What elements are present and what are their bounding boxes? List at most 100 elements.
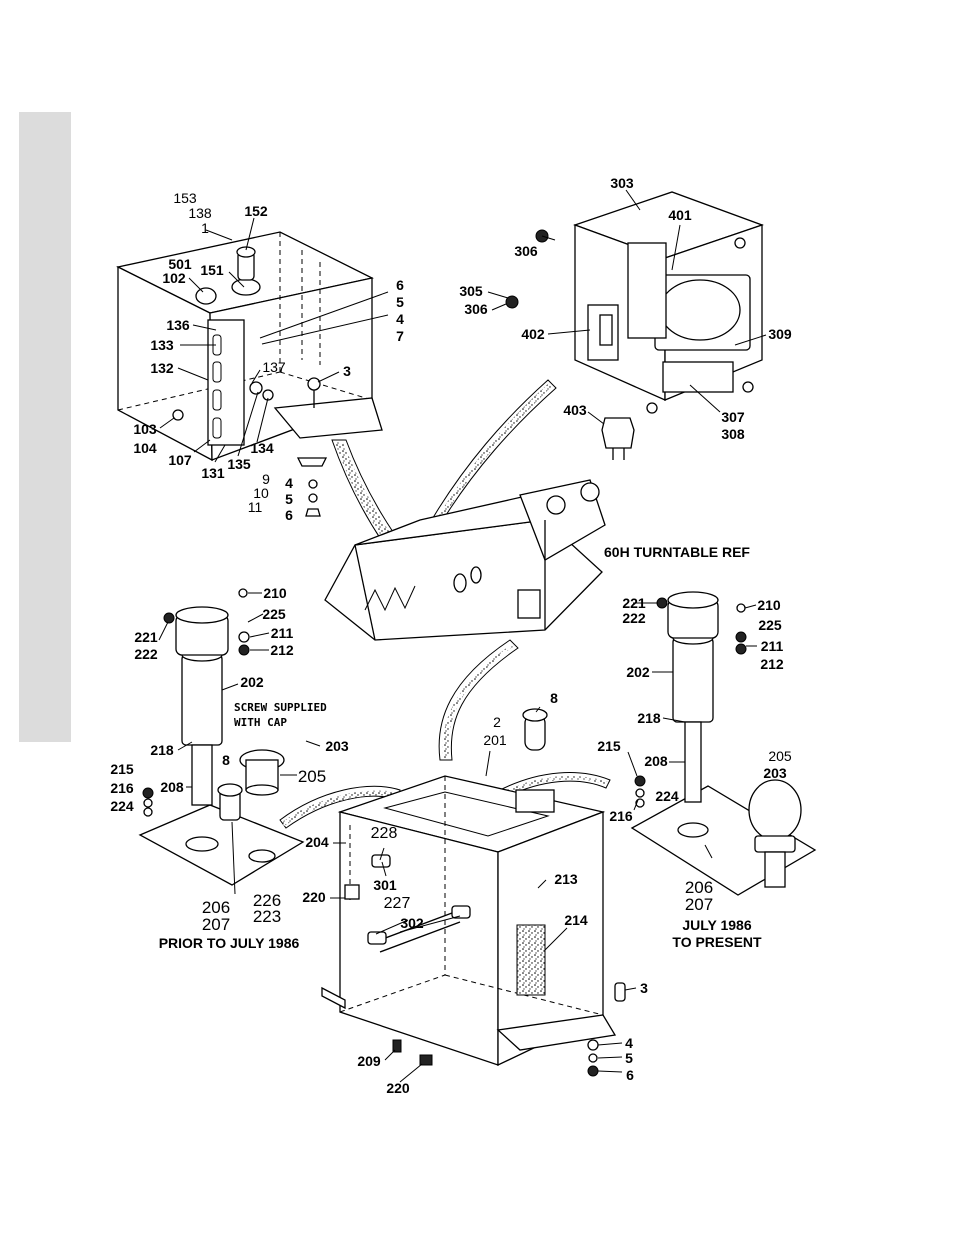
callout-209: 209 bbox=[357, 1053, 381, 1069]
callout-206-left: 206 bbox=[202, 898, 230, 917]
callout-211-right: 211 bbox=[761, 638, 784, 654]
callout-303: 303 bbox=[610, 175, 634, 191]
callout-8-left: 8 bbox=[222, 752, 230, 768]
callout-labels: 153 138 1 152 501 102 151 6 5 4 7 136 13… bbox=[110, 175, 792, 1096]
callout-309: 309 bbox=[768, 326, 792, 342]
screw-note-line1: SCREW SUPPLIED bbox=[234, 701, 327, 714]
callout-208-right: 208 bbox=[644, 753, 668, 769]
callout-221-right: 221 bbox=[622, 595, 646, 611]
callout-216-left: 216 bbox=[110, 780, 134, 796]
callout-218-left: 218 bbox=[150, 742, 174, 758]
return-filter-prior bbox=[138, 588, 305, 886]
caption-july-1986: JULY 1986 bbox=[682, 917, 751, 933]
callout-213: 213 bbox=[554, 871, 578, 887]
callout-223: 223 bbox=[253, 907, 281, 926]
callout-225-left: 225 bbox=[262, 606, 286, 622]
callout-5-bottom: 5 bbox=[625, 1050, 633, 1066]
caption-60h-turntable-ref: 60H TURNTABLE REF bbox=[604, 544, 750, 560]
callout-207-right: 207 bbox=[685, 895, 713, 914]
callout-402: 402 bbox=[521, 326, 545, 342]
callout-6-mid: 6 bbox=[285, 507, 293, 523]
motor bbox=[659, 279, 741, 341]
callout-221-left: 221 bbox=[134, 629, 158, 645]
callout-103: 103 bbox=[133, 421, 157, 437]
screw-note-line2: WITH CAP bbox=[234, 716, 287, 729]
callout-202-left: 202 bbox=[240, 674, 264, 690]
callout-4-top: 4 bbox=[396, 311, 404, 327]
callout-212-right: 212 bbox=[760, 656, 784, 672]
callout-131: 131 bbox=[201, 465, 225, 481]
caption-prior-to-july-1986: PRIOR TO JULY 1986 bbox=[159, 935, 300, 951]
callout-9: 9 bbox=[262, 471, 270, 487]
callout-3-bottom: 3 bbox=[640, 980, 648, 996]
callout-301: 301 bbox=[373, 877, 397, 893]
callout-215-right: 215 bbox=[597, 738, 621, 754]
callout-205-right: 205 bbox=[768, 748, 792, 764]
callout-153: 153 bbox=[173, 190, 197, 206]
callout-6-top: 6 bbox=[396, 277, 404, 293]
callout-138: 138 bbox=[188, 205, 212, 221]
callout-226: 226 bbox=[253, 891, 281, 910]
callout-225-right: 225 bbox=[758, 617, 782, 633]
callout-207-left: 207 bbox=[202, 915, 230, 934]
callout-102: 102 bbox=[162, 270, 186, 286]
callout-306-top: 306 bbox=[514, 243, 538, 259]
sight-gauge bbox=[207, 319, 245, 446]
callout-401: 401 bbox=[668, 207, 692, 223]
callout-201: 201 bbox=[483, 732, 507, 748]
callout-10: 10 bbox=[253, 485, 269, 501]
callout-224-right: 224 bbox=[655, 788, 679, 804]
callout-203-right: 203 bbox=[763, 765, 787, 781]
callout-222-left: 222 bbox=[134, 646, 158, 662]
callout-4-mid: 4 bbox=[285, 475, 293, 491]
callout-224-left: 224 bbox=[110, 798, 134, 814]
callout-214: 214 bbox=[564, 912, 588, 928]
main-tank-assembly bbox=[321, 708, 626, 1077]
caption-to-present: TO PRESENT bbox=[672, 934, 762, 950]
callout-6-bottom: 6 bbox=[626, 1067, 634, 1083]
callout-5-mid: 5 bbox=[285, 491, 293, 507]
callout-203-left: 203 bbox=[325, 738, 349, 754]
filler-cap bbox=[231, 278, 261, 296]
callout-136: 136 bbox=[166, 317, 190, 333]
callout-3-top: 3 bbox=[343, 363, 351, 379]
callout-216-right: 216 bbox=[609, 808, 633, 824]
callout-151: 151 bbox=[200, 262, 224, 278]
callout-4-bottom: 4 bbox=[625, 1035, 633, 1051]
callout-222-right: 222 bbox=[622, 610, 646, 626]
callout-132: 132 bbox=[150, 360, 174, 376]
return-filter-present bbox=[630, 591, 817, 896]
callout-8-bottom: 8 bbox=[550, 690, 558, 706]
callout-302: 302 bbox=[400, 915, 424, 931]
callout-227: 227 bbox=[384, 895, 411, 912]
callout-210-right: 210 bbox=[757, 597, 781, 613]
callout-220-bottom: 220 bbox=[386, 1080, 410, 1096]
callout-211-left: 211 bbox=[271, 625, 294, 641]
leader-lines bbox=[158, 189, 767, 1083]
callout-212-left: 212 bbox=[270, 642, 294, 658]
callout-210-left: 210 bbox=[263, 585, 287, 601]
callout-2: 2 bbox=[493, 714, 501, 730]
callout-1: 1 bbox=[201, 220, 209, 236]
callout-228: 228 bbox=[371, 825, 398, 842]
callout-152: 152 bbox=[244, 203, 268, 219]
page-margin-bar bbox=[19, 112, 71, 742]
callout-104: 104 bbox=[133, 440, 157, 456]
callout-135: 135 bbox=[227, 456, 251, 472]
callout-205-left: 205 bbox=[298, 767, 326, 786]
callout-501: 501 bbox=[168, 256, 192, 272]
callout-202-right: 202 bbox=[626, 664, 650, 680]
callout-305: 305 bbox=[459, 283, 483, 299]
callout-215-left: 215 bbox=[110, 761, 134, 777]
callout-206-right: 206 bbox=[685, 878, 713, 897]
callout-306-mid: 306 bbox=[464, 301, 488, 317]
turntable bbox=[324, 479, 606, 641]
callout-137: 137 bbox=[262, 359, 286, 375]
control-box-assembly bbox=[505, 191, 764, 460]
callout-133: 133 bbox=[150, 337, 174, 353]
callout-403: 403 bbox=[563, 402, 587, 418]
callout-308: 308 bbox=[721, 426, 745, 442]
callout-218-right: 218 bbox=[637, 710, 661, 726]
callout-307: 307 bbox=[721, 409, 745, 425]
